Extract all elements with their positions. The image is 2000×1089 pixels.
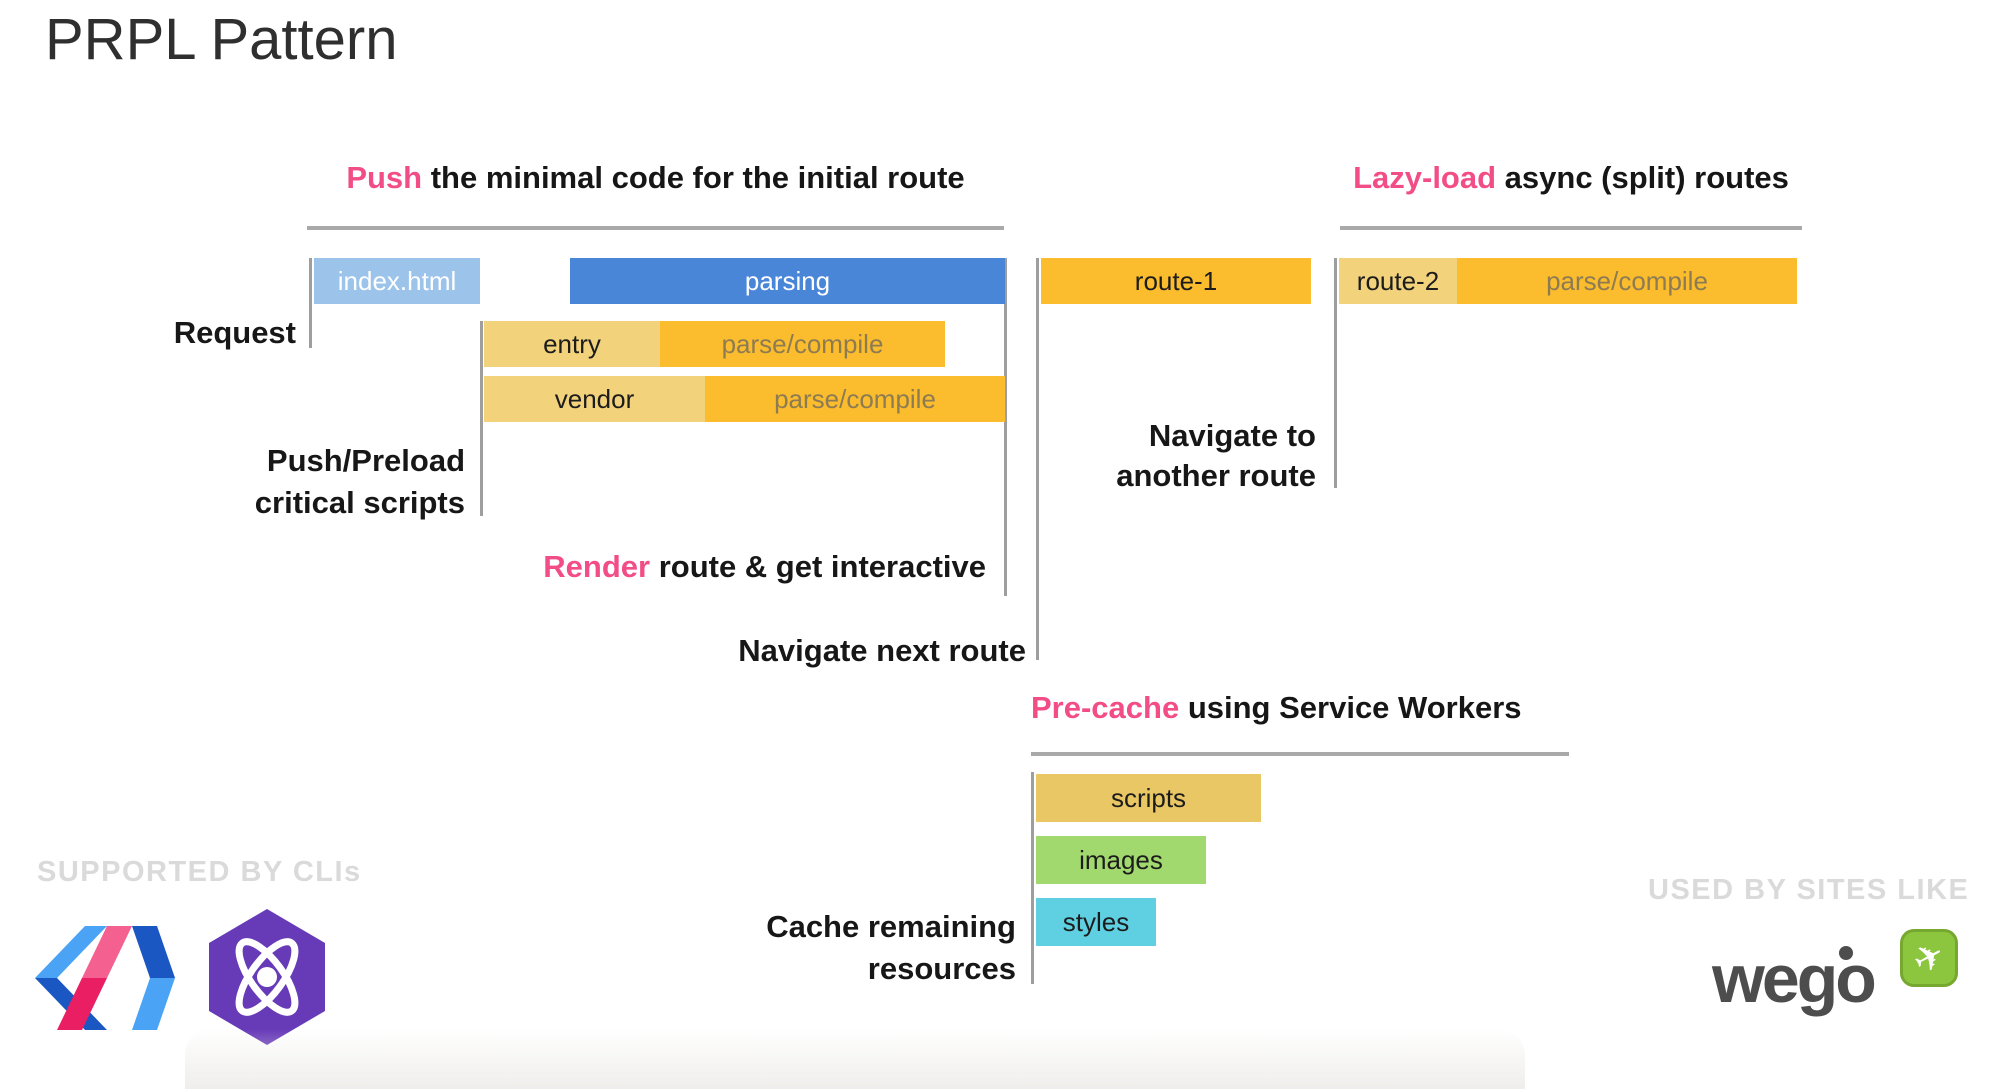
wego-g-dot	[1839, 946, 1853, 960]
bar-scripts: scripts	[1036, 774, 1261, 822]
cache-remaining-line1: Cache remaining	[766, 909, 1016, 944]
push-preload-label: Push/Preload critical scripts	[180, 440, 465, 524]
push-preload-label-line2: critical scripts	[254, 485, 465, 520]
preact-atom-ring	[235, 938, 299, 1016]
push-preload-label-line1: Push/Preload	[266, 443, 465, 478]
navigate-next-timeline-line	[1036, 258, 1039, 660]
pre-cache-heading: Pre-cache using Service Workers	[1031, 690, 1522, 726]
bar-route-2: route-2 parse/compile	[1339, 258, 1797, 304]
navigate-another-timeline-line	[1334, 258, 1337, 488]
preact-atom-ring	[235, 938, 299, 1016]
airplane-icon: ✈	[1905, 932, 1952, 983]
bar-route-2-parse-compile: parse/compile	[1457, 258, 1797, 304]
bar-entry-label: entry	[484, 321, 660, 367]
bar-route-1: route-1	[1041, 258, 1311, 304]
bar-scripts-label: scripts	[1110, 782, 1187, 813]
bar-styles: styles	[1036, 898, 1156, 946]
bar-vendor: vendor parse/compile	[484, 376, 1005, 422]
navigate-next-label: Navigate next route	[738, 633, 1026, 668]
pre-cache-heading-underline	[1031, 752, 1569, 756]
cache-timeline-line	[1031, 772, 1034, 984]
navigate-another-label: Navigate to another route	[1010, 416, 1316, 496]
lazy-load-heading-highlight: Lazy-load	[1353, 160, 1497, 195]
bar-entry-parse-compile: parse/compile	[660, 321, 945, 367]
bar-route-1-label: route-1	[1134, 265, 1218, 296]
navigate-another-line1: Navigate to	[1148, 418, 1316, 453]
bar-vendor-label: vendor	[484, 376, 705, 422]
polymer-logo	[35, 926, 175, 1030]
bar-parsing: parsing	[570, 258, 1005, 304]
wego-logo-box: ✈	[1900, 929, 1958, 987]
lazy-load-heading: Lazy-load async (split) routes	[1340, 160, 1802, 196]
request-timeline-line	[309, 258, 312, 348]
render-heading-highlight: Render	[543, 549, 651, 584]
request-label: Request	[173, 315, 296, 350]
push-heading-highlight: Push	[346, 160, 423, 195]
polymer-logo-facet	[57, 978, 107, 1030]
render-timeline-line	[1004, 258, 1007, 596]
used-by-sites-caption: USED BY SITES LIKE	[1648, 874, 1970, 906]
bar-images: images	[1036, 836, 1206, 884]
lazy-load-heading-underline	[1340, 226, 1802, 230]
push-heading: Push the minimal code for the initial ro…	[307, 160, 1004, 196]
pre-cache-heading-rest: using Service Workers	[1179, 690, 1522, 725]
push-preload-timeline-line	[480, 321, 483, 516]
bar-entry: entry parse/compile	[484, 321, 945, 367]
pre-cache-heading-highlight: Pre-cache	[1031, 690, 1180, 725]
lazy-load-heading-rest: async (split) routes	[1496, 160, 1789, 195]
bar-route-2-label: route-2	[1339, 258, 1457, 304]
bar-index-html: index.html	[314, 258, 480, 304]
polymer-logo-facet	[132, 978, 175, 1030]
preact-logo	[209, 909, 325, 1045]
supported-by-clis-caption: SUPPORTED BY CLIs	[37, 856, 362, 888]
cache-remaining-line2: resources	[867, 951, 1016, 986]
cache-remaining-label: Cache remaining resources	[700, 906, 1016, 990]
bar-vendor-parse-compile: parse/compile	[705, 376, 1005, 422]
navigate-another-line2: another route	[1116, 458, 1316, 493]
page-title: PRPL Pattern	[45, 7, 398, 72]
bar-parsing-label: parsing	[744, 265, 831, 296]
push-heading-rest: the minimal code for the initial route	[422, 160, 965, 195]
render-heading-rest: route & get interactive	[650, 549, 986, 584]
bottom-shadow	[185, 1029, 1525, 1089]
bar-index-html-label: index.html	[337, 265, 457, 296]
render-heading: Render route & get interactive	[420, 546, 986, 588]
push-heading-underline	[307, 226, 1004, 230]
polymer-logo-facet	[132, 926, 175, 978]
polymer-logo-facet	[82, 926, 132, 978]
bar-styles-label: styles	[1062, 906, 1130, 937]
polymer-logo-facet	[35, 926, 107, 978]
preact-atom-nucleus	[257, 967, 277, 987]
bar-images-label: images	[1079, 844, 1163, 875]
